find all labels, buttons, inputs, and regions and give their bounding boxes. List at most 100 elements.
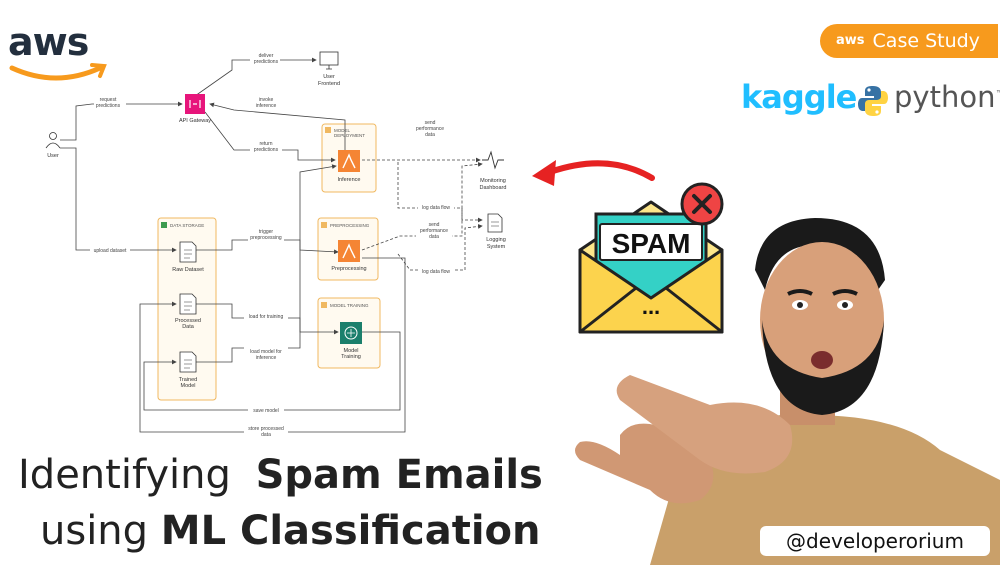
node-user-frontend: User Frontend xyxy=(318,51,340,87)
node-label: Training xyxy=(341,354,361,360)
headline-thin-2: using xyxy=(40,508,149,554)
edge-label: performance xyxy=(420,228,448,234)
edge-label: inference xyxy=(256,355,277,361)
group-label-deployment: DEPLOYMENT xyxy=(334,133,365,138)
node-model-training: Model Training xyxy=(340,322,362,360)
node-label: Raw Dataset xyxy=(172,267,204,273)
headline-line-2: using ML Classification xyxy=(40,508,541,554)
edge-label: load for training xyxy=(249,314,284,320)
file-icon xyxy=(179,241,197,263)
edge-label: send xyxy=(425,120,436,126)
spam-label: SPAM xyxy=(612,228,691,259)
node-label: User xyxy=(47,153,59,159)
group-label-preprocessing: PREPROCESSING xyxy=(330,223,370,228)
node-label: Dashboard xyxy=(480,185,507,191)
node-label: User xyxy=(323,74,335,80)
node-preprocessing: Preprocessing xyxy=(331,240,367,272)
python-word: python xyxy=(894,80,996,114)
channel-handle: @developerorium xyxy=(760,526,990,556)
headline-bold-2: ML Classification xyxy=(160,508,541,554)
edge-label: predictions xyxy=(254,147,279,153)
headline-thin-1: Identifying xyxy=(18,452,231,498)
node-processed-data: Processed Data xyxy=(175,293,201,330)
edge-label: upload dataset xyxy=(94,248,127,254)
edge-label: data xyxy=(429,234,439,240)
edge-label: return xyxy=(259,141,272,147)
node-label: Preprocessing xyxy=(331,266,366,272)
aws-logo: aws xyxy=(8,22,108,91)
edge-label: preprocessing xyxy=(250,235,282,241)
python-logo-icon xyxy=(858,86,888,116)
python-trademark: ™ xyxy=(995,89,1000,100)
edge-load-model xyxy=(196,164,337,363)
node-logging-system: Logging System xyxy=(486,213,506,250)
file-icon xyxy=(179,293,197,315)
edge-label: trigger xyxy=(259,229,274,235)
node-label: Model xyxy=(344,348,359,354)
node-label: Trained xyxy=(179,377,197,383)
pulse-icon xyxy=(482,150,504,170)
headline-bold-1: Spam Emails xyxy=(255,452,543,498)
node-label: Monitoring xyxy=(480,178,506,184)
file-icon xyxy=(179,351,197,373)
headline-line-1: Identifying Spam Emails xyxy=(18,452,543,498)
node-label: Processed xyxy=(175,318,201,324)
aws-smile-icon xyxy=(9,63,107,81)
architecture-diagram: MODEL DEPLOYMENT PREPROCESSING MODEL TRA… xyxy=(45,51,507,440)
node-label: Inference xyxy=(338,177,361,183)
edge-labels: deliver predictions request predictions … xyxy=(90,52,454,440)
edge-label: deliver xyxy=(259,53,274,59)
aws-logo-text: aws xyxy=(8,20,89,64)
node-inference: Inference xyxy=(338,150,361,183)
edge-label: request xyxy=(100,97,117,103)
node-label: Data xyxy=(182,324,195,330)
python-logo-text: python™ xyxy=(894,80,1000,114)
kaggle-logo: kaggle xyxy=(741,78,857,116)
user-icon xyxy=(49,132,57,140)
node-label: Frontend xyxy=(318,81,340,87)
node-label: Logging xyxy=(486,237,506,243)
case-study-label: Case Study xyxy=(872,30,980,52)
edge-log-data-flow-1 xyxy=(397,162,483,223)
node-label: Model xyxy=(181,383,196,389)
node-label: System xyxy=(487,244,506,250)
edge-label: store processed xyxy=(248,426,284,432)
red-arrow-icon xyxy=(532,160,655,186)
edge-label: data xyxy=(425,132,435,138)
node-trained-model: Trained Model xyxy=(179,351,197,389)
node-label: API Gateway xyxy=(179,118,211,124)
group-label-model: MODEL xyxy=(334,128,351,133)
spam-envelope-illustration: SPAM ... xyxy=(578,182,724,334)
case-study-badge: aws Case Study xyxy=(820,24,998,58)
close-icon xyxy=(680,182,724,226)
edge-log-data-flow-2 xyxy=(397,224,483,271)
edge-label: invoke xyxy=(259,97,274,103)
group-label-model-training: MODEL TRAINING xyxy=(330,303,369,308)
log-file-icon xyxy=(487,213,503,233)
edge-send-performance-2 xyxy=(361,162,483,251)
diagram-dashed-edges xyxy=(361,157,483,271)
node-api-gateway: API Gateway xyxy=(179,94,211,124)
edge-label: load model for xyxy=(250,349,282,355)
edge-label: send xyxy=(429,222,440,228)
edge-label: data xyxy=(261,432,271,438)
node-user: User xyxy=(45,132,61,159)
aws-mini-logo: aws xyxy=(836,33,865,48)
edge-label: log data flow xyxy=(422,205,450,211)
node-raw-dataset: Raw Dataset xyxy=(172,241,204,273)
lambda-icon xyxy=(338,150,360,172)
edge-label: inference xyxy=(256,103,277,109)
monitor-icon xyxy=(319,51,339,66)
edge-label: performance xyxy=(416,126,444,132)
lambda-icon xyxy=(338,240,360,262)
edge-invoke-inference xyxy=(209,102,346,150)
presenter-photo xyxy=(575,218,1000,565)
envelope-dots: ... xyxy=(642,294,660,319)
edge-label: log data flow xyxy=(422,269,450,275)
edge-label: predictions xyxy=(254,59,279,65)
group-label-data-storage: DATA STORAGE xyxy=(170,223,204,228)
edge-return-predictions xyxy=(204,111,336,163)
node-monitoring-dashboard: Monitoring Dashboard xyxy=(480,150,507,191)
edge-label: predictions xyxy=(96,103,121,109)
edge-label: save model xyxy=(253,408,279,414)
